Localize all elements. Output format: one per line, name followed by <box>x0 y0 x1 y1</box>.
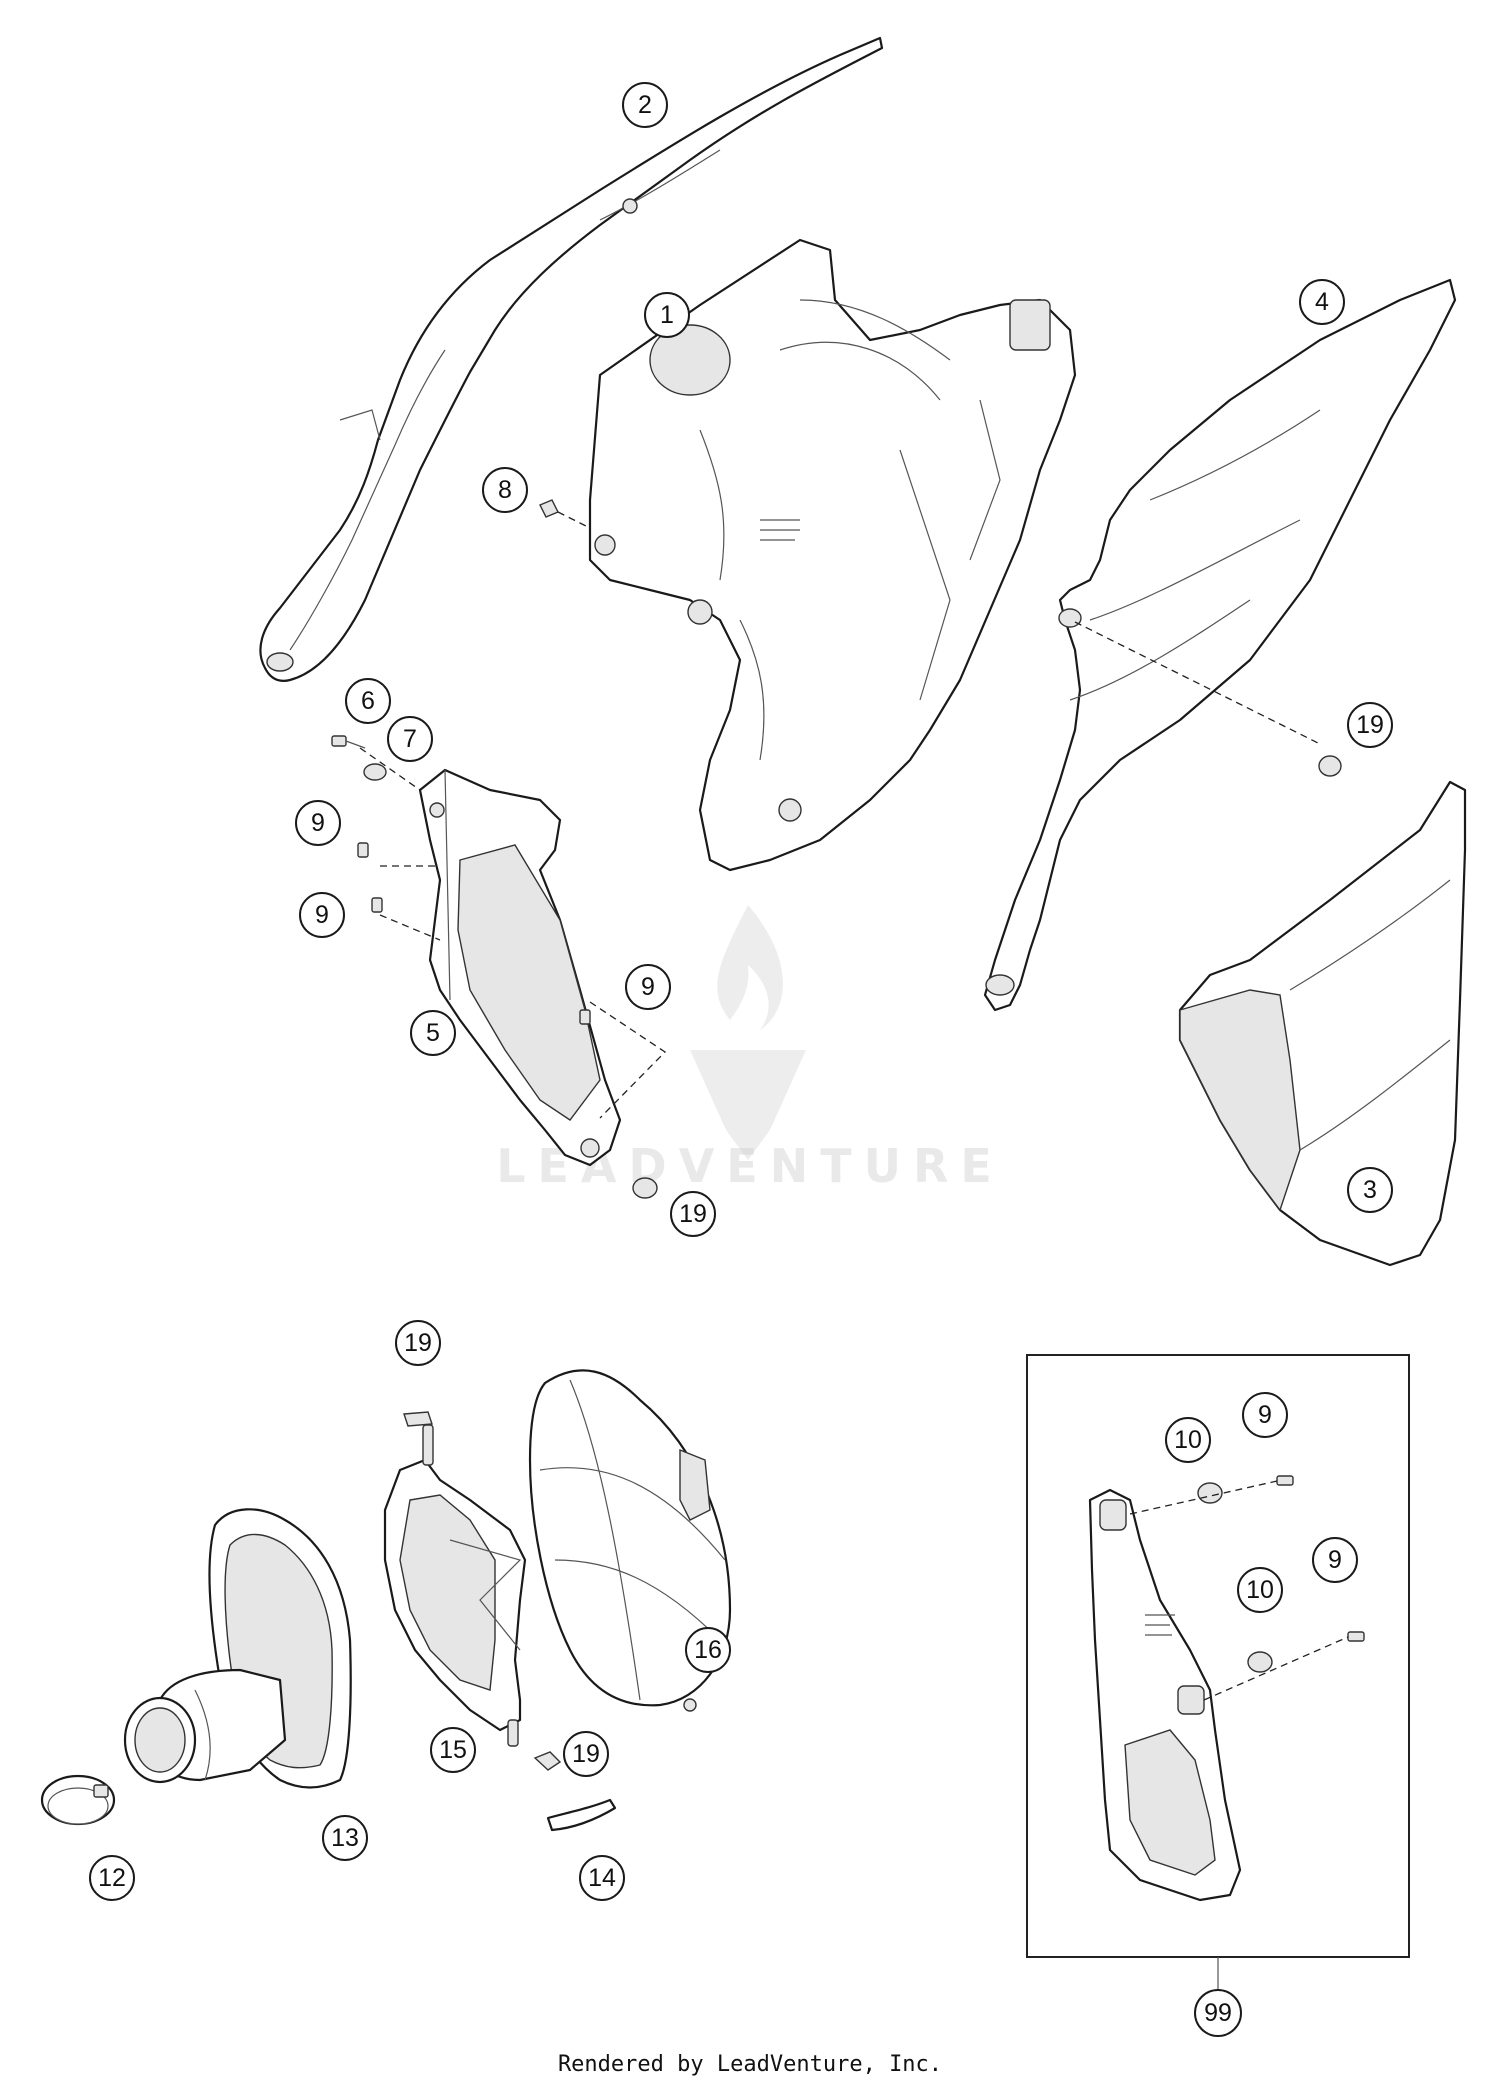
callout-2: 2 <box>622 82 668 128</box>
fasteners-lower <box>403 1411 617 1832</box>
svg-text:1: 1 <box>660 301 674 329</box>
svg-text:3: 3 <box>1363 1176 1377 1204</box>
callout-19: 19 <box>563 1731 609 1777</box>
svg-text:15: 15 <box>439 1736 467 1764</box>
svg-text:5: 5 <box>426 1019 440 1047</box>
svg-text:4: 4 <box>1315 288 1329 316</box>
svg-text:12: 12 <box>98 1864 126 1892</box>
callout-7: 7 <box>387 716 433 762</box>
part-5-filter-support <box>359 747 667 1167</box>
screw-9a <box>357 842 369 858</box>
screw-9e <box>1347 1631 1365 1642</box>
callout-19: 19 <box>670 1191 716 1237</box>
screw-9b <box>371 897 383 913</box>
svg-text:7: 7 <box>403 725 417 753</box>
callout-9: 9 <box>295 800 341 846</box>
part-12-hose-clamp <box>40 1774 116 1826</box>
callout-6: 6 <box>345 678 391 724</box>
part-3-number-plate <box>1178 780 1467 1267</box>
grommet-7 <box>363 763 387 781</box>
callout-13: 13 <box>322 1815 368 1861</box>
callout-10: 10 <box>1237 1567 1283 1613</box>
kit-99-part <box>1088 1475 1365 1902</box>
svg-text:19: 19 <box>572 1740 600 1768</box>
callout-9: 9 <box>299 892 345 938</box>
svg-text:19: 19 <box>679 1200 707 1228</box>
screw-6 <box>331 735 347 747</box>
svg-text:9: 9 <box>315 901 329 929</box>
callout-15: 15 <box>430 1727 476 1773</box>
callout-12: 12 <box>89 1855 135 1901</box>
callout-19: 19 <box>395 1320 441 1366</box>
grommet-19b <box>632 1177 658 1199</box>
svg-text:6: 6 <box>361 687 375 715</box>
callout-9: 9 <box>1312 1537 1358 1583</box>
svg-text:8: 8 <box>498 476 512 504</box>
callout-5: 5 <box>410 1010 456 1056</box>
washer-10b <box>1247 1651 1273 1673</box>
callout-3: 3 <box>1347 1167 1393 1213</box>
svg-text:10: 10 <box>1246 1576 1274 1604</box>
svg-text:2: 2 <box>638 91 652 119</box>
svg-text:19: 19 <box>404 1329 432 1357</box>
svg-text:9: 9 <box>1328 1546 1342 1574</box>
clip-19d <box>533 1751 562 1771</box>
callout-14: 14 <box>579 1855 625 1901</box>
callout-16: 16 <box>685 1627 731 1673</box>
callout-8: 8 <box>482 467 528 513</box>
svg-text:9: 9 <box>311 809 325 837</box>
svg-text:19: 19 <box>1356 711 1384 739</box>
screw-9d <box>1276 1475 1294 1486</box>
grommet-19a <box>1318 755 1342 777</box>
svg-text:9: 9 <box>641 973 655 1001</box>
svg-text:13: 13 <box>331 1824 359 1852</box>
callout-1: 1 <box>644 292 690 338</box>
svg-text:9: 9 <box>1258 1401 1272 1429</box>
svg-text:10: 10 <box>1174 1426 1202 1454</box>
washer-10a <box>1197 1482 1223 1504</box>
part-16-filter-cover <box>528 1369 732 1712</box>
callout-4: 4 <box>1299 279 1345 325</box>
clip-19c <box>403 1411 433 1427</box>
washer-8 <box>539 499 559 518</box>
callout-99: 99 <box>1194 1989 1242 2037</box>
fasteners-upper <box>331 499 1342 1199</box>
svg-text:16: 16 <box>694 1636 722 1664</box>
part-13-air-filter <box>123 1508 352 1789</box>
callout-19: 19 <box>1347 702 1393 748</box>
render-credit: Rendered by LeadVenture, Inc. <box>557 2052 943 2077</box>
part-15-filter-frame <box>383 1424 527 1747</box>
part-1-air-box <box>588 238 1077 872</box>
part-2-tank-cover <box>259 36 884 682</box>
svg-text:14: 14 <box>588 1864 616 1892</box>
part-4-side-panel <box>983 278 1457 1012</box>
svg-text:99: 99 <box>1204 1999 1232 2027</box>
part-14-clip <box>546 1798 617 1832</box>
callout-9: 9 <box>1242 1392 1288 1438</box>
callout-10: 10 <box>1165 1417 1211 1463</box>
screw-9c <box>579 1009 591 1025</box>
callout-9: 9 <box>625 964 671 1010</box>
